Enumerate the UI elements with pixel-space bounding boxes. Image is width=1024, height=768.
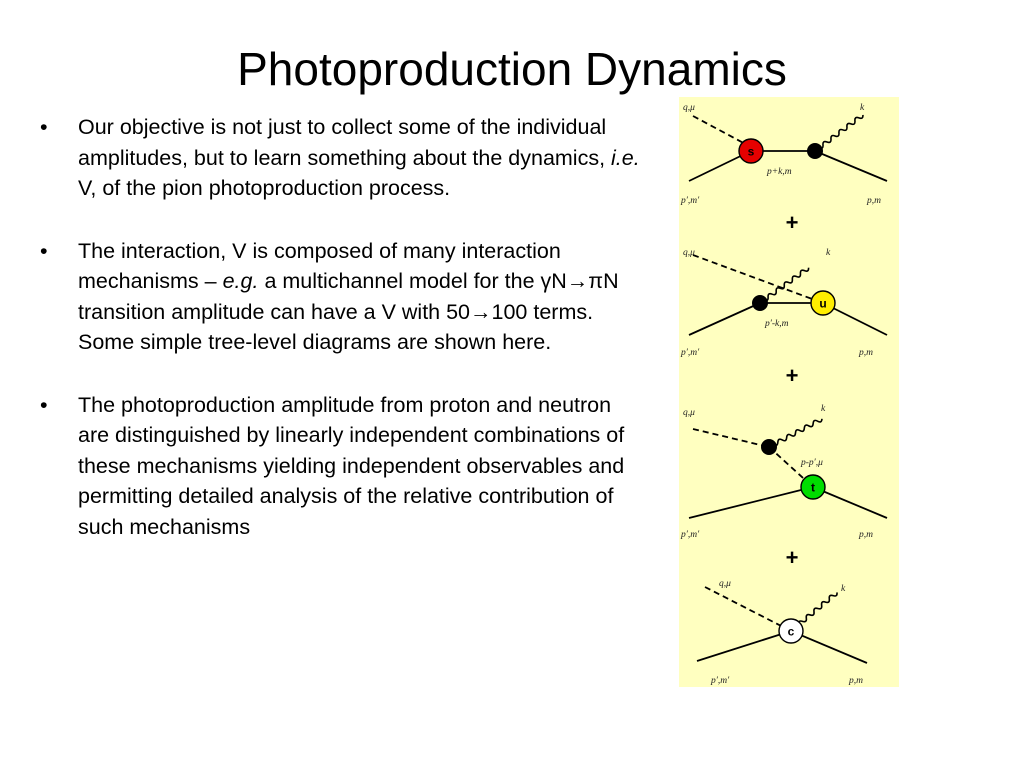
bullet-text: Our objective is not just to collect som… [78,115,612,170]
bullet-text: The interaction, V is composed of many i… [78,238,561,294]
s-vertex-label: s [748,145,755,159]
outgoing-nucleon-line [812,486,888,519]
label-outgoing-nucleon: p,m [866,196,881,206]
pion-dashed-line [692,115,752,148]
label-incoming-nucleon: p′,m′ [710,676,730,686]
feynman-diagrams-svg: s q,μ k p+k,m p′,m′ p,m + u q,μ k p′-k,m… [680,103,888,686]
bullet-item: • Our objective is not just to collect s… [40,112,640,204]
label-outgoing-nucleon: p,m [848,676,863,686]
bullet-text: V, of the pion photoproduction process. [78,176,451,200]
vertex-dot [761,439,777,455]
outgoing-nucleon-line [790,630,868,664]
t-vertex [800,474,826,500]
u-vertex [810,290,836,316]
t-channel-diagram: t q,μ k p-p′,μ p′,m′ p,m [680,404,888,540]
label-propagator: p′-k,m [764,319,789,329]
label-pion: k [841,584,846,594]
pion-dashed-line [692,254,824,304]
label-pion: k [860,103,865,113]
incoming-nucleon-line [688,302,761,336]
s-channel-diagram: s q,μ k p+k,m p′,m′ p,m [680,103,888,206]
bullet-text: a multichannel model for the γN→πN trans… [78,269,619,354]
label-incoming-nucleon: p′,m′ [680,530,700,540]
bullet-symbol: • [40,238,48,263]
label-photon: q,μ [683,408,695,418]
incoming-nucleon-line [688,486,814,519]
label-pion: k [821,404,826,414]
feynman-diagram-panel: s q,μ k p+k,m p′,m′ p,m + u q,μ k p′-k,m… [679,97,899,687]
outgoing-nucleon-line [814,150,888,182]
label-pion: k [826,248,831,258]
vertex-dot [752,295,768,311]
plus-sign: + [786,545,799,570]
label-outgoing-nucleon: p,m [858,530,873,540]
bullet-item: • The photoproduction amplitude from pro… [40,390,640,543]
label-outgoing-nucleon: p,m [858,348,873,358]
plus-sign: + [786,210,799,235]
bullet-symbol: • [40,115,48,139]
bullet-text-italic: e.g. [222,269,259,293]
vertex-dot [807,143,823,159]
incoming-nucleon-line [696,630,792,662]
bullet-text-italic: i.e. [611,145,640,170]
pion-dashed-line [692,428,770,448]
contact-diagram: c q,μ k p′,m′ p,m [696,579,868,686]
label-photon: q,μ [683,103,695,113]
bullet-symbol: • [40,392,48,417]
label-incoming-nucleon: p′,m′ [680,348,700,358]
label-photon: q,μ [683,248,695,258]
bullet-text: The photoproduction amplitude from proto… [78,392,625,539]
u-channel-diagram: u q,μ k p′-k,m p′,m′ p,m [680,248,888,358]
bullet-item: • The interaction, V is composed of many… [40,236,640,358]
u-vertex-label: u [819,297,826,311]
pion-dashed-line [704,586,792,632]
label-incoming-nucleon: p′,m′ [680,196,700,206]
plus-sign: + [786,363,799,388]
label-photon: q,μ [719,579,731,589]
label-propagator: p-p′,μ [800,458,823,468]
c-vertex [778,618,804,644]
c-vertex-label: c [788,625,795,639]
slide-title: Photoproduction Dynamics [237,43,787,95]
t-vertex-label: t [811,481,815,495]
bullet-list: • Our objective is not just to collect s… [40,112,640,574]
label-propagator: p+k,m [766,167,792,177]
s-vertex [738,138,764,164]
